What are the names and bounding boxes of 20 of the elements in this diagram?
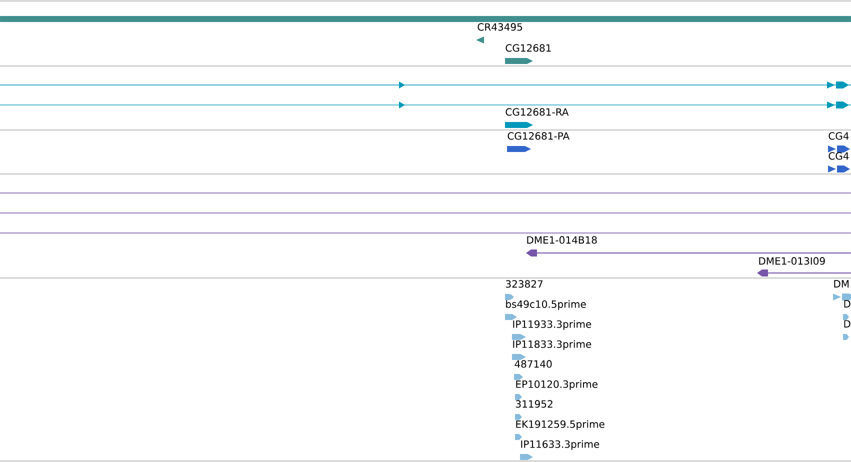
feature-label: DM: [834, 280, 849, 288]
feature-label: CR43495: [478, 23, 522, 31]
feature-label: EP10120.3prime: [516, 380, 598, 390]
feature-label: CG4: [828, 132, 849, 140]
feature-label: D: [844, 300, 850, 308]
feature-label: 487140: [514, 360, 552, 368]
feature-label: D: [844, 320, 850, 328]
feature-label: CG12681-RA: [506, 108, 569, 116]
feature-label: bs49c10.5prime: [506, 300, 586, 310]
feature-label: EK191259.5prime: [516, 420, 604, 430]
feature-label: IP11633.3prime: [521, 440, 600, 450]
feature-label: DME1-014B18: [527, 236, 597, 244]
feature-label: CG12681-PA: [508, 132, 570, 140]
feature-label: CG4: [828, 152, 849, 160]
feature-label: 311952: [516, 400, 552, 408]
feature-label: CG12681: [506, 44, 551, 52]
feature-label: IP11933.3prime: [513, 320, 592, 330]
feature-label: IP11833.3prime: [513, 340, 592, 350]
feature-label: DME1-013I09: [759, 257, 825, 265]
feature-label: 323827: [506, 280, 542, 288]
